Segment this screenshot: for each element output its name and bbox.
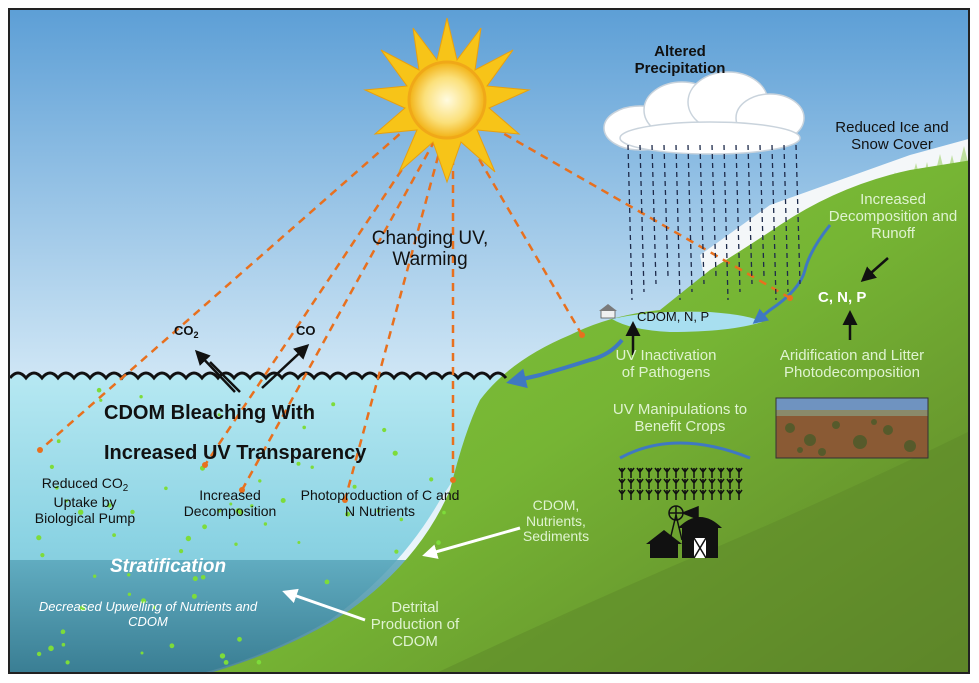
river-lower	[506, 338, 624, 389]
uv-ray	[343, 141, 444, 501]
label-photoproduction: Photoproduction of C and N Nutrients	[300, 487, 460, 519]
label-co: CO	[296, 323, 316, 338]
windmill-icon	[668, 505, 699, 541]
label-uv-inactivation: UV Inactivation of Pathogens	[615, 347, 717, 381]
crop-arc	[619, 441, 751, 460]
cloud-icon	[603, 71, 805, 155]
uv-ray	[39, 124, 411, 451]
label-increased-decomposition: Increased Decomposition	[183, 487, 277, 519]
farm-icon	[646, 517, 722, 559]
label-cdom-nutrients-sediments: CDOM, Nutrients, Sediments	[522, 497, 590, 545]
label-cdom-bleaching-line2: Increased UV Transparency	[104, 442, 367, 464]
cdom-nutrients-arrow	[422, 526, 521, 559]
label-uv-manipulations: UV Manipulations to Benefit Crops	[612, 401, 748, 435]
detrital-arrow	[282, 588, 366, 622]
land-shadow	[438, 431, 968, 672]
label-increased-decomp-runoff: Increased Decomposition and Runoff	[828, 191, 958, 242]
label-decreased-upwelling: Decreased Upwelling of Nutrients and CDO…	[38, 599, 258, 629]
lake	[612, 311, 762, 332]
co-arrow	[261, 343, 310, 389]
sun-icon	[363, 17, 531, 184]
decomp-arrow	[860, 257, 889, 282]
label-altered-precipitation: Altered Precipitation	[634, 43, 726, 77]
co2-arrow	[194, 349, 236, 393]
uv-ray	[203, 134, 427, 466]
uv-rays	[39, 118, 791, 501]
label-cdom-bleaching-line1: CDOM Bleaching With	[104, 402, 315, 424]
label-co2: CO2	[174, 323, 199, 340]
diagram-frame: Altered Precipitation Reduced Ice and Sn…	[8, 8, 970, 674]
label-stratification: Stratification	[110, 556, 227, 577]
label-detrital-production: Detrital Production of CDOM	[370, 599, 460, 650]
rain-icon	[627, 144, 801, 301]
label-reduced-ice: Reduced Ice and Snow Cover	[835, 119, 949, 153]
plankton-dots	[36, 387, 446, 665]
label-reduced-co2: Reduced CO2 Uptake by Biological Pump	[34, 475, 136, 526]
crops-icon	[618, 467, 743, 500]
label-cnp: C, N, P	[818, 289, 867, 306]
label-cdom-n-p: CDOM, N, P	[637, 309, 710, 324]
label-aridification: Aridification and Litter Photodecomposit…	[779, 347, 925, 381]
ray-endpoints	[37, 295, 793, 503]
uv-ray	[479, 118, 791, 300]
uv-ray	[463, 134, 584, 336]
deep-water-layer	[10, 560, 420, 672]
wave-icon	[10, 371, 508, 381]
scene-drawing	[10, 10, 968, 672]
co2-arrow-return	[209, 361, 241, 393]
desert-photo	[775, 397, 929, 459]
house-icon	[599, 304, 617, 319]
uv-ray	[240, 139, 437, 491]
river	[752, 224, 832, 324]
label-changing-uv: Changing UV, Warming	[371, 228, 489, 271]
